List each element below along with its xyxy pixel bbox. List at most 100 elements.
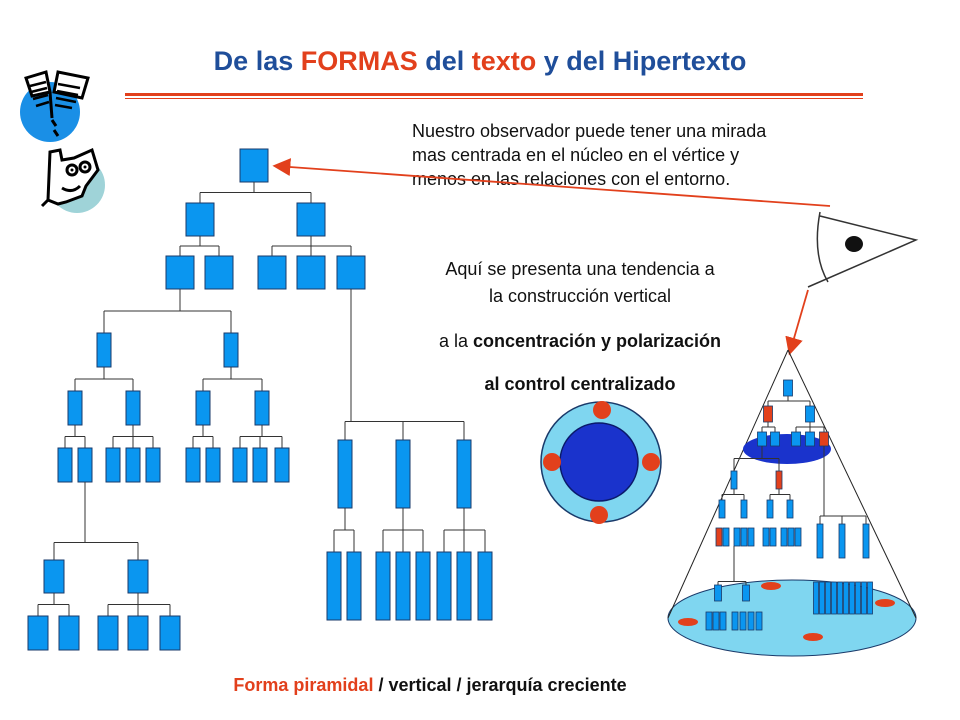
tendency-line3-bold: concentración y polarización xyxy=(472,331,722,351)
cone-node xyxy=(755,611,763,631)
root-node xyxy=(239,148,269,183)
cone-node xyxy=(862,523,870,559)
cone-node xyxy=(757,431,767,447)
tree-node xyxy=(77,447,93,483)
cone-node xyxy=(747,611,755,631)
cone-node xyxy=(813,581,819,615)
cone-node xyxy=(714,584,722,602)
node-left xyxy=(543,453,561,471)
tree-node xyxy=(105,447,121,483)
tree-node xyxy=(223,332,239,368)
book-icon xyxy=(20,70,90,142)
cone-node xyxy=(819,581,825,615)
tree-node xyxy=(185,447,201,483)
cone-node xyxy=(739,611,747,631)
tree-node xyxy=(43,559,65,594)
title-underline-thin xyxy=(125,98,863,99)
cone-red-marker xyxy=(761,582,781,590)
pyramid-cone-diagram xyxy=(667,349,917,657)
cone-node xyxy=(861,581,867,615)
cone-node xyxy=(731,611,739,631)
cone-node xyxy=(838,523,846,559)
tree-node xyxy=(456,439,472,509)
tree-node xyxy=(274,447,290,483)
caption-red: Forma piramidal xyxy=(233,675,374,695)
tree-node xyxy=(346,551,362,621)
tree-node xyxy=(337,439,353,509)
tendency-line3-prefix: a la xyxy=(438,331,473,351)
cone-node xyxy=(719,611,727,631)
tree-node xyxy=(232,447,248,483)
tree-node xyxy=(96,332,112,368)
cone-node xyxy=(775,470,783,490)
cone-node xyxy=(766,499,774,519)
title-underline xyxy=(125,93,863,96)
page-title: De las FORMAS del texto y del Hipertexto xyxy=(0,46,960,77)
cone-node xyxy=(816,523,824,559)
title-part1: De las xyxy=(213,46,301,76)
tree-node xyxy=(145,447,161,483)
tree-node xyxy=(415,551,431,621)
tree-node xyxy=(27,615,49,651)
cone-node xyxy=(791,431,801,447)
cone-node xyxy=(794,527,802,547)
cone-node xyxy=(780,527,788,547)
tree-node xyxy=(185,202,215,237)
tree-node xyxy=(67,390,83,426)
tree-node xyxy=(326,551,342,621)
tendency-line3: a la concentración y polarización xyxy=(380,329,780,353)
tree-node xyxy=(296,255,326,290)
cone-node xyxy=(825,581,831,615)
tree-node xyxy=(125,447,141,483)
tendency-line4: al control centralizado xyxy=(484,374,676,394)
tree-node xyxy=(254,390,270,426)
cone-node xyxy=(843,581,849,615)
cone-red-marker xyxy=(803,633,823,641)
cone-node xyxy=(849,581,855,615)
tree-node xyxy=(58,615,80,651)
eye-icon xyxy=(807,211,919,288)
hierarchy-tree xyxy=(27,148,493,651)
tree-node xyxy=(252,447,268,483)
title-part4: texto xyxy=(471,46,537,76)
tree-node xyxy=(336,255,366,290)
title-part2: FORMAS xyxy=(300,46,418,76)
observer-line1: Nuestro observador puede tener una mirad… xyxy=(412,121,767,141)
cone-red-marker xyxy=(875,599,895,607)
observer-line2: mas centrada en el núcleo en el vértice … xyxy=(412,145,740,165)
cone-node xyxy=(733,527,741,547)
cone-node xyxy=(855,581,861,615)
tree-node xyxy=(257,255,287,290)
person-icon xyxy=(40,147,105,213)
tree-node xyxy=(395,551,411,621)
node-right xyxy=(642,453,660,471)
node-top xyxy=(593,401,611,419)
cone-node xyxy=(722,527,730,547)
cone-node xyxy=(762,527,770,547)
cone-node xyxy=(740,527,748,547)
cone-node xyxy=(770,431,780,447)
tendency-line1: Aquí se presenta una tendencia a xyxy=(445,259,715,279)
tree-node xyxy=(477,551,493,621)
tree-node xyxy=(125,390,141,426)
cone-node xyxy=(718,499,726,519)
cone-node xyxy=(831,581,837,615)
cone-node xyxy=(783,379,793,397)
cone-node xyxy=(837,581,843,615)
cone-node xyxy=(730,470,738,490)
tendency-line2: la construcción vertical xyxy=(488,286,672,306)
title-part3: del xyxy=(417,46,472,76)
cone-node xyxy=(740,499,748,519)
cone-node xyxy=(805,431,815,447)
cone-node xyxy=(819,431,829,447)
title-part5: y del Hipertexto xyxy=(536,46,747,76)
tree-node xyxy=(375,551,391,621)
cone-node xyxy=(705,611,713,631)
cone-node xyxy=(742,584,750,602)
centralized-circle-diagram xyxy=(540,401,662,524)
tree-node xyxy=(205,447,221,483)
cone-node xyxy=(763,405,773,423)
tree-node xyxy=(395,439,411,509)
tree-node xyxy=(97,615,119,651)
tree-node xyxy=(456,551,472,621)
